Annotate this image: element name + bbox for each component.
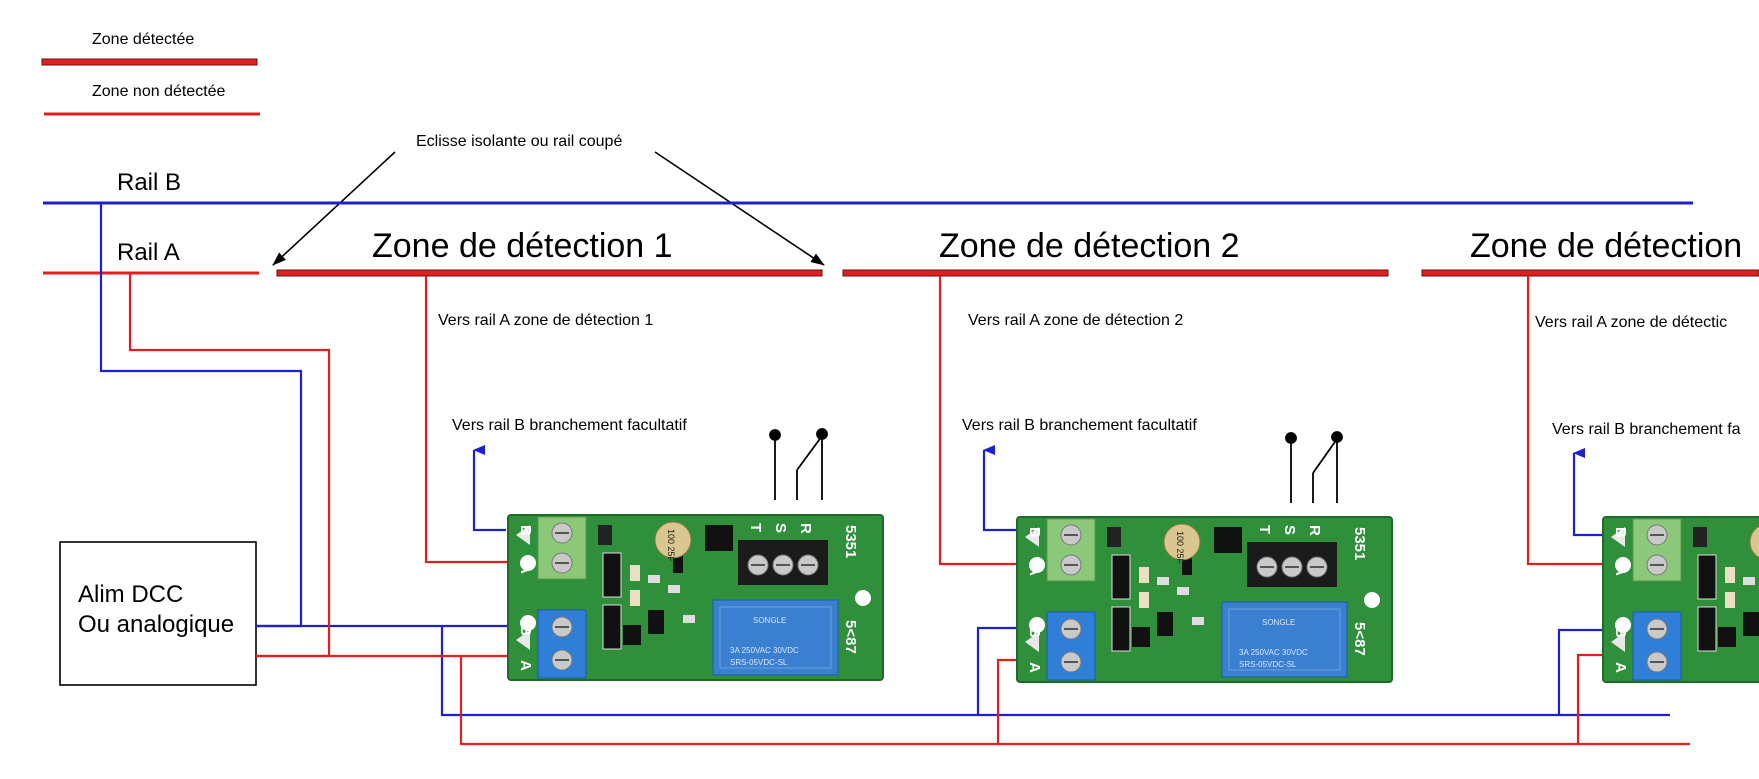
module-3-label-b2: B — [1612, 627, 1629, 638]
detector-module-3: B A B A — [1602, 516, 1759, 683]
zone-1-rail-b-label: Vers rail B branchement facultatif — [452, 417, 687, 434]
module-2-terminal-s: S — [1281, 525, 1298, 535]
module-2-terminal-r: R — [1306, 525, 1323, 536]
power-supply: Alim DCC Ou analogique — [59, 541, 257, 686]
rail-a-zone-2-segment — [842, 269, 1389, 277]
wire-bus-to-module-2-b — [976, 626, 1020, 715]
module-3-label-a: A — [1612, 565, 1629, 576]
relay-contacts — [769, 428, 1343, 503]
module-2-label-b: B — [1026, 527, 1043, 538]
module-1-relay-part: SRS-05VDC-SL — [730, 658, 788, 667]
rail-a-zone-1-segment — [276, 269, 823, 277]
module-1-relay-rating: 3A 250VAC 30VDC — [730, 646, 799, 655]
detector-module-1: B A B A T S R 5351 5<87 100 25F SONGLE 3… — [507, 514, 884, 681]
module-2-terminal-t: T — [1256, 525, 1273, 534]
module-1-label-b: B — [517, 525, 534, 536]
module-1-terminal-r: R — [797, 523, 814, 534]
module-1-terminal-t: T — [747, 523, 764, 532]
module-2-relay-rating: 3A 250VAC 30VDC — [1239, 648, 1308, 657]
zone-2-title: Zone de détection 2 — [939, 227, 1240, 265]
module-2-board-id: 5351 — [1351, 527, 1368, 560]
relay-contact-symbol-2 — [1285, 431, 1343, 503]
zone-labels: Zone de détection 1 Zone de détection 2 … — [372, 227, 1742, 438]
rail-a-zone-3-segment — [1421, 269, 1759, 277]
module-2-label-a: A — [1026, 565, 1043, 576]
zone-3-title: Zone de détection — [1470, 227, 1742, 265]
module-1-terminal-s: S — [772, 523, 789, 533]
wiring-blue — [99, 203, 1670, 717]
isolation-arrow-left — [272, 151, 396, 266]
detector-module-2: B A B A T S R 5351 5<87 100 25F SONGLE 3… — [1016, 516, 1393, 683]
power-supply-line1: Alim DCC — [78, 581, 183, 608]
wire-red-bus — [459, 656, 1690, 746]
module-1-label-a2: A — [517, 660, 534, 671]
module-1-board-id: 5351 — [842, 525, 859, 558]
rails: Rail B Rail A — [43, 169, 1759, 277]
power-supply-box — [59, 541, 257, 686]
module-3-label-a2: A — [1612, 662, 1629, 673]
legend-detected-line — [41, 58, 258, 66]
power-supply-line2: Ou analogique — [78, 611, 234, 638]
legend-detected-label: Zone détectée — [92, 31, 194, 48]
wiring-red — [128, 273, 1690, 746]
module-1-board-model: 5<87 — [842, 620, 859, 654]
wire-bus-to-module-3-b — [1557, 628, 1602, 715]
module-1-relay-brand: SONGLE — [753, 616, 786, 625]
zone-2-rail-a-label: Vers rail A zone de détection 2 — [968, 312, 1183, 329]
zone-1-title: Zone de détection 1 — [372, 227, 673, 265]
zone-3-rail-b-label: Vers rail B branchement fa — [1552, 421, 1741, 438]
wire-zone-2-to-module-2-a — [938, 276, 1019, 566]
module-1-label-a: A — [517, 563, 534, 574]
module-2-label-b2: B — [1026, 627, 1043, 638]
isolation-arrow-right — [654, 151, 825, 266]
module-3-label-b: B — [1612, 527, 1629, 538]
isolation-label: Eclisse isolante ou rail coupé — [416, 133, 622, 150]
module-1-capacitor-text: 100 25F — [666, 529, 676, 563]
legend: Zone détectée Zone non détectée — [41, 31, 260, 116]
wire-zone-3-to-module-3-a — [1526, 276, 1604, 566]
module-2-relay-part: SRS-05VDC-SL — [1239, 660, 1297, 669]
rail-b-label: Rail B — [117, 169, 181, 196]
wire-bus-to-module-3-a — [1576, 653, 1604, 744]
wire-module-2-to-rail-b-arrow — [982, 445, 1018, 532]
wire-module-3-to-rail-b-arrow — [1572, 448, 1602, 537]
module-2-board-model: 5<87 — [1351, 622, 1368, 656]
module-1-label-b2: B — [517, 625, 534, 636]
legend-undetected-label: Zone non détectée — [92, 83, 226, 100]
relay-contact-symbol-1 — [769, 428, 828, 500]
zone-1-rail-a-label: Vers rail A zone de détection 1 — [438, 312, 653, 329]
isolation-annotation: Eclisse isolante ou rail coupé — [272, 133, 825, 266]
module-2-capacitor-text: 100 25F — [1175, 531, 1185, 565]
wire-zone-1-to-module-1-a — [424, 276, 507, 564]
zone-3-rail-a-label: Vers rail A zone de détectic — [1535, 314, 1727, 331]
module-2-label-a2: A — [1026, 662, 1043, 673]
wire-module-1-to-rail-b-arrow — [472, 445, 506, 532]
wire-bus-to-module-2-a — [996, 658, 1022, 744]
module-2-relay-brand: SONGLE — [1262, 618, 1295, 627]
zone-2-rail-b-label: Vers rail B branchement facultatif — [962, 417, 1197, 434]
rail-a-label: Rail A — [117, 239, 180, 266]
